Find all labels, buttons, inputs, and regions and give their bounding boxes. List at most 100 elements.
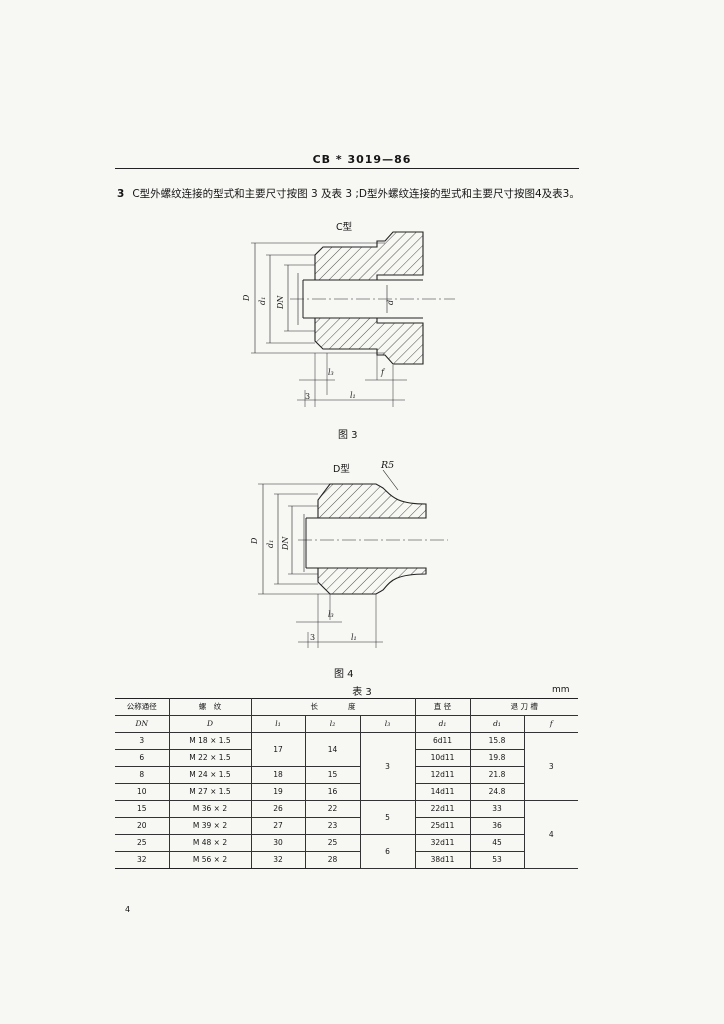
- figure4-type-label: D型: [333, 464, 350, 475]
- cell-l2: 23: [304, 817, 361, 835]
- th-dn: DN: [115, 715, 170, 733]
- table-row: 10 M 27 × 1.5 19 16 14d11 24.8: [115, 783, 578, 801]
- svg-text:DN: DN: [281, 536, 290, 551]
- th-groove-d: d₁: [469, 715, 525, 733]
- cell-l2: 16: [304, 783, 361, 801]
- th-d1: d₁: [414, 715, 471, 733]
- figure4-caption: 图 4: [334, 669, 354, 680]
- cell-f: 4: [523, 800, 578, 869]
- cell-l1: 26: [250, 800, 306, 818]
- figure3-type-label: C型: [336, 222, 353, 233]
- svg-text:f: f: [380, 368, 386, 377]
- cell-groove-d: 45: [469, 834, 524, 852]
- svg-text:d₁: d₁: [266, 540, 275, 548]
- cell-dn: 15: [115, 800, 170, 818]
- cell-groove-d: 19.8: [469, 749, 524, 767]
- cell-dn: 20: [115, 817, 170, 835]
- figure3-lower-wall: [314, 317, 424, 365]
- figure3-upper-wall: [314, 231, 424, 281]
- svg-text:DN: DN: [276, 295, 285, 310]
- svg-text:D: D: [250, 537, 259, 545]
- table-row: 32 M 56 × 2 32 28 38d11 53: [115, 851, 578, 869]
- clause-3: 3 C型外螺纹连接的型式和主要尺寸按图 3 及表 3 ;D型外螺纹连接的型式和主要…: [117, 186, 587, 201]
- cell-f: 3: [523, 732, 578, 801]
- cell-d1: 6d11: [414, 732, 471, 750]
- figure4-radius-label: R5: [381, 460, 395, 471]
- table-row: 20 M 39 × 2 27 23 25d11 36: [115, 817, 578, 835]
- th-thread-group: 螺 纹: [168, 698, 252, 716]
- standard-code-header: CB * 3019—86: [312, 153, 412, 166]
- figure3-drawing: D d₁ DN d l₃ f 3 l₁: [242, 231, 455, 407]
- cell-thread: M 24 × 1.5: [168, 766, 252, 784]
- cell-thread: M 18 × 1.5: [168, 732, 252, 750]
- svg-text:l₃: l₃: [328, 368, 334, 377]
- cell-l2: 14: [304, 732, 361, 767]
- figure3-caption: 图 3: [338, 430, 358, 441]
- cell-l2: 22: [304, 800, 361, 818]
- table-row: 6 M 22 × 1.5 10d11 19.8: [115, 749, 578, 767]
- cell-groove-d: 15.8: [469, 732, 525, 750]
- cell-d1: 12d11: [414, 766, 471, 784]
- table-row: 3 M 18 × 1.5 17 14 3 6d11 15.8 3: [115, 732, 578, 801]
- svg-text:l₁: l₁: [351, 633, 357, 642]
- svg-text:3: 3: [305, 392, 310, 401]
- th-D: D: [168, 715, 252, 733]
- cell-thread: M 36 × 2: [168, 800, 252, 818]
- cell-l2: 25: [304, 834, 361, 852]
- cell-groove-d: 36: [469, 817, 524, 835]
- figure4-drawing: D d₁ DN l₃ 3 l₁: [250, 470, 448, 648]
- table-row: 8 M 24 × 1.5 18 15 12d11 21.8: [115, 766, 578, 784]
- table3: 公称通径 螺 纹 长 度 直 径 退 刀 槽 DN D l₁ l₂ l₃ d₁ …: [115, 698, 578, 869]
- cell-l1: 17: [250, 732, 306, 767]
- th-l2: l₂: [304, 715, 361, 733]
- cell-dn: 3: [115, 732, 170, 750]
- th-l1: l₁: [250, 715, 306, 733]
- cell-l3: 5: [359, 800, 416, 835]
- cell-l1: 27: [250, 817, 306, 835]
- th-l3: l₃: [359, 715, 416, 733]
- cell-l3: 3: [359, 732, 416, 801]
- svg-text:d₁: d₁: [258, 297, 267, 305]
- cell-thread: M 56 × 2: [168, 851, 252, 869]
- cell-dn: 6: [115, 749, 170, 767]
- cell-thread: M 48 × 2: [168, 834, 252, 852]
- table3-unit: mm: [552, 685, 570, 695]
- svg-text:D: D: [242, 294, 251, 302]
- figure4-upper-wall: [317, 483, 427, 519]
- th-f: f: [523, 715, 578, 733]
- table-row: 25 M 48 × 2 30 25 6 32d11 45: [115, 834, 578, 869]
- cell-dn: 10: [115, 783, 170, 801]
- cell-d1: 32d11: [414, 834, 471, 852]
- header-rule: [115, 168, 579, 169]
- cell-l3: 6: [359, 834, 416, 869]
- cell-d1: 10d11: [414, 749, 471, 767]
- cell-l1: 19: [250, 783, 306, 801]
- cell-dn: 8: [115, 766, 170, 784]
- cell-l1: 32: [250, 851, 306, 869]
- cell-thread: M 39 × 2: [168, 817, 252, 835]
- table-row: 15 M 36 × 2 26 22 5 22d11 33 4: [115, 800, 578, 869]
- svg-text:d: d: [386, 300, 395, 305]
- clause-text: C型外螺纹连接的型式和主要尺寸按图 3 及表 3 ;D型外螺纹连接的型式和主要尺…: [132, 188, 580, 200]
- th-dia-group: 直 径: [414, 698, 471, 716]
- cell-groove-d: 24.8: [469, 783, 524, 801]
- cell-d1: 25d11: [414, 817, 471, 835]
- cell-groove-d: 21.8: [469, 766, 524, 784]
- th-groove-group: 退 刀 槽: [469, 698, 578, 716]
- cell-d1: 14d11: [414, 783, 471, 801]
- cell-groove-d: 33: [469, 800, 525, 818]
- cell-l2: 28: [304, 851, 361, 869]
- figure4-lower-wall: [317, 567, 427, 595]
- clause-number: 3: [117, 188, 125, 200]
- svg-text:l₁: l₁: [350, 391, 356, 400]
- th-length-group: 长 度: [250, 698, 416, 716]
- cell-thread: M 22 × 1.5: [168, 749, 252, 767]
- cell-d1: 22d11: [414, 800, 471, 818]
- cell-thread: M 27 × 1.5: [168, 783, 252, 801]
- cell-dn: 25: [115, 834, 170, 852]
- svg-text:3: 3: [310, 633, 315, 642]
- cell-dn: 32: [115, 851, 170, 869]
- cell-groove-d: 53: [469, 851, 524, 869]
- cell-l1: 30: [250, 834, 306, 852]
- th-dn-group: 公称通径: [115, 698, 170, 716]
